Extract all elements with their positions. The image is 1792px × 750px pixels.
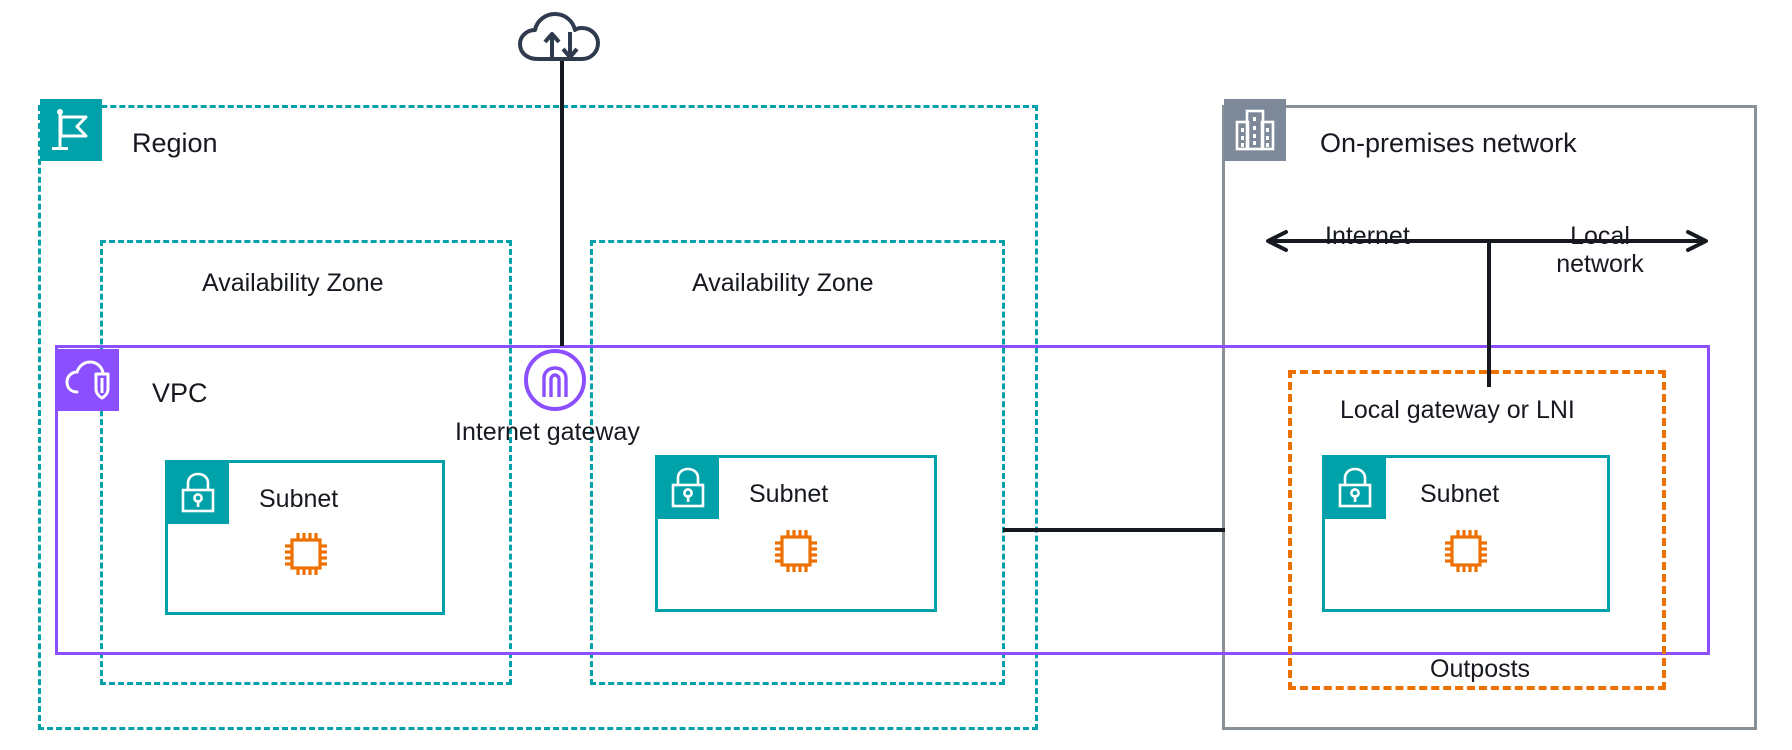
- availability-zone-1-boundary: [100, 240, 512, 685]
- vpc-cloud-icon: [57, 349, 119, 411]
- ec2-chip-icon: [1442, 527, 1490, 575]
- outposts-boundary: [1288, 370, 1666, 690]
- building-icon: [1224, 99, 1286, 161]
- connector-network-to-local-gateway: [1487, 243, 1491, 387]
- vpc-label: VPC: [152, 378, 208, 408]
- subnet-3-label: Subnet: [1420, 480, 1500, 508]
- subnet-1-label: Subnet: [259, 485, 339, 513]
- cloud-updown-arrows-icon: [516, 10, 604, 68]
- connector-subnet-to-on-premises: [1003, 528, 1225, 532]
- outposts-label: Outposts: [1430, 655, 1531, 683]
- subnet-2-label: Subnet: [749, 480, 829, 508]
- network-direction-arrow: [1262, 228, 1712, 254]
- region-boundary: [38, 105, 1038, 730]
- connector-cloud-to-internet-gateway: [560, 58, 564, 346]
- region-flag-icon: [40, 99, 102, 161]
- on-premises-network-boundary: [1222, 105, 1757, 730]
- on-premises-network-label: On-premises network: [1320, 128, 1577, 158]
- internet-gateway-label: Internet gateway: [455, 418, 640, 446]
- region-label: Region: [132, 128, 218, 158]
- subnet-2-boundary: [655, 455, 937, 612]
- local-network-line-1: Local: [1570, 222, 1630, 250]
- availability-zone-1-label: Availability Zone: [202, 269, 384, 297]
- availability-zone-2-boundary: [590, 240, 1005, 685]
- local-gateway-label: Local gateway or LNI: [1340, 396, 1575, 424]
- local-network-direction-label: Local network: [1540, 222, 1660, 278]
- internet-direction-label: Internet: [1325, 222, 1410, 250]
- internet-gateway-icon: [524, 349, 586, 411]
- padlock-icon: [167, 462, 229, 524]
- local-network-line-2: network: [1556, 250, 1644, 278]
- availability-zone-2-label: Availability Zone: [692, 269, 874, 297]
- padlock-icon: [1324, 457, 1386, 519]
- ec2-chip-icon: [282, 530, 330, 578]
- vpc-boundary: [55, 345, 1710, 655]
- ec2-chip-icon: [772, 527, 820, 575]
- padlock-icon: [657, 457, 719, 519]
